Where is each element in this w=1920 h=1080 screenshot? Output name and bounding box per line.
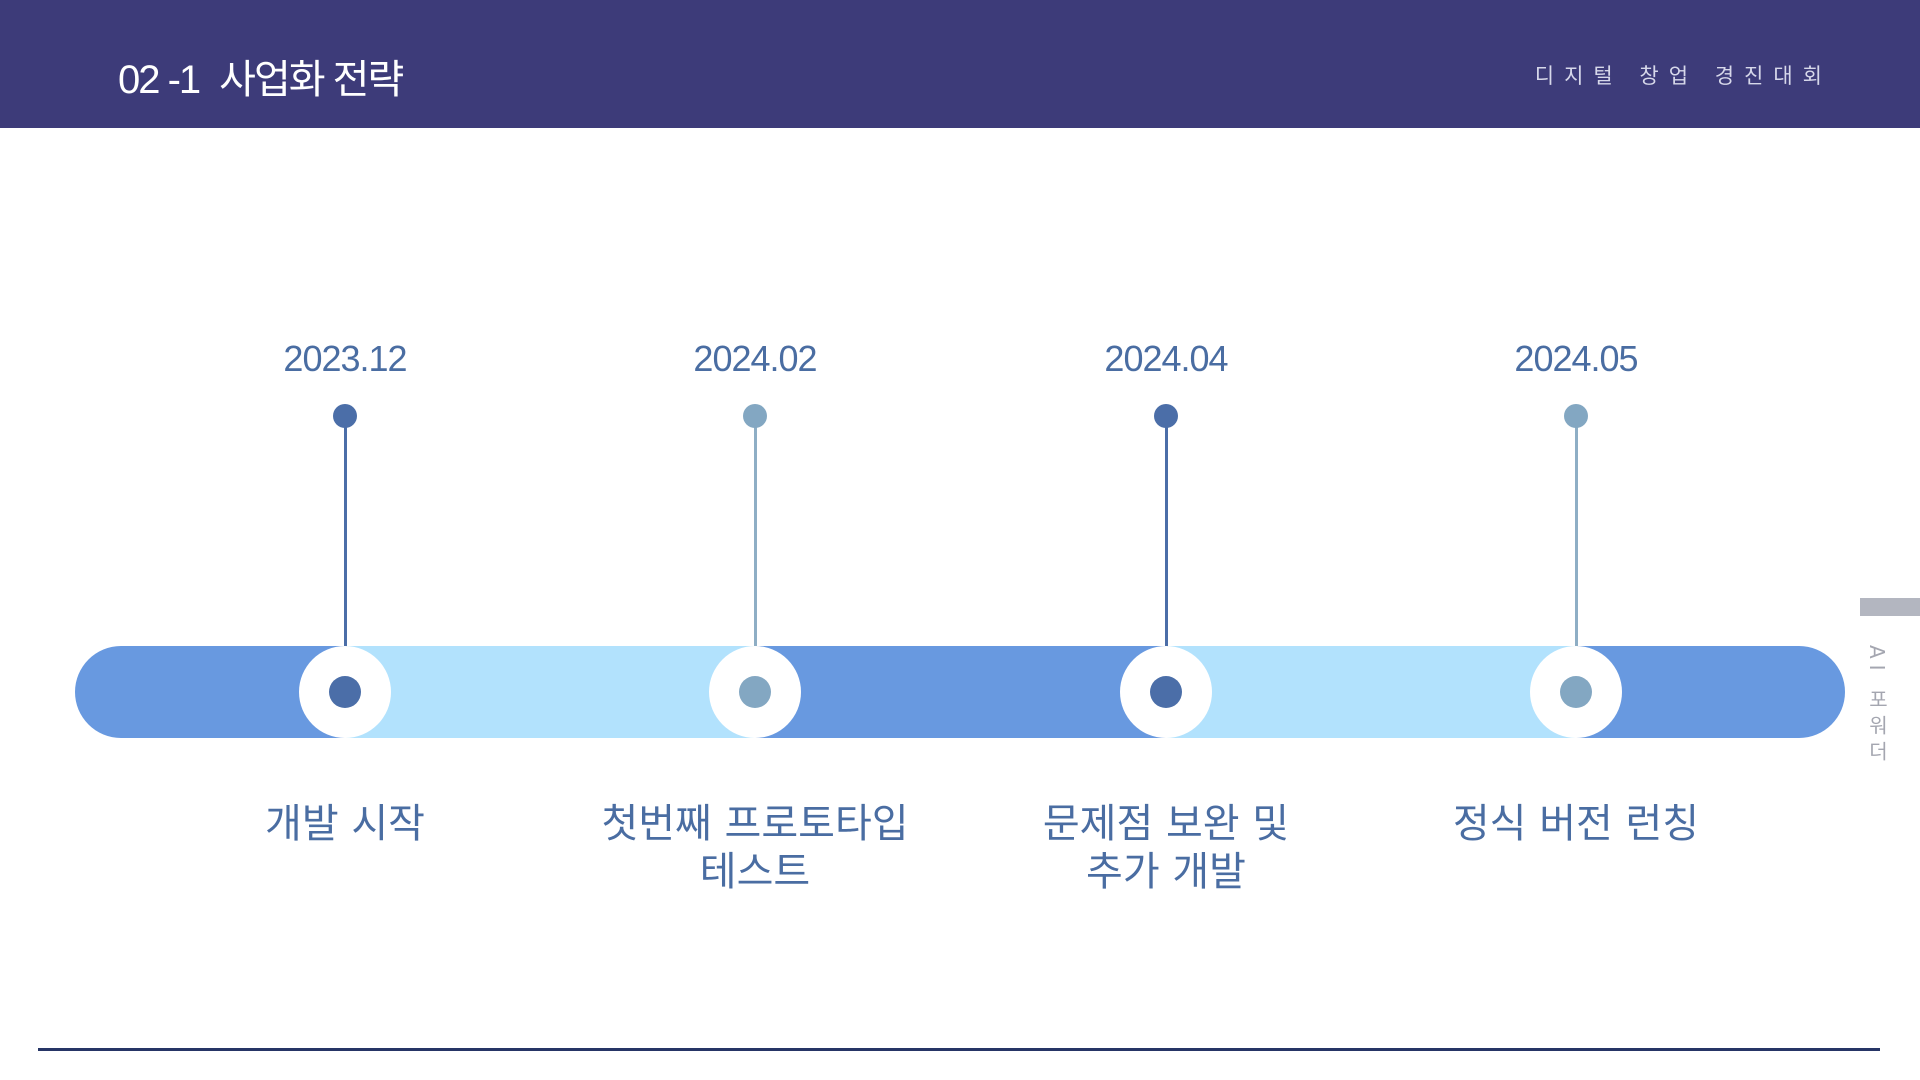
timeline-segment-light: [1166, 646, 1576, 738]
milestone-label: 문제점 보완 및 추가 개발: [1042, 801, 1290, 895]
milestone-stem: [753, 416, 757, 693]
milestone-pin-dot: [333, 404, 357, 428]
side-tab-label: AI 포워더: [1865, 645, 1889, 767]
footer-divider: [38, 1048, 1880, 1051]
milestone-pin-dot: [1564, 404, 1588, 428]
timeline-segment-light: [345, 646, 755, 738]
milestone-label: 개발 시작: [265, 801, 425, 847]
section-number: 02 -1: [118, 58, 201, 102]
title-text: 사업화 전략: [219, 58, 404, 102]
milestone-label: 정식 버전 런칭: [1452, 801, 1700, 847]
milestone-node: [1150, 676, 1182, 708]
milestone-node: [329, 676, 361, 708]
milestone-stem: [1164, 416, 1168, 693]
milestone-stem: [1574, 416, 1578, 693]
milestone-label: 첫번째 프로토타입 테스트: [601, 801, 909, 895]
event-name: 디지털 창업 경진대회: [1534, 64, 1832, 88]
page-title: 02 -1 사업화 전략: [118, 47, 404, 105]
milestone-pin-dot: [1154, 404, 1178, 428]
milestone-node: [1560, 676, 1592, 708]
header-bar: 02 -1 사업화 전략 디지털 창업 경진대회: [0, 0, 1920, 128]
milestone-date: 2024.05: [1514, 338, 1638, 379]
milestone-node: [739, 676, 771, 708]
milestone-date: 2024.02: [693, 338, 817, 379]
milestone-date: 2024.04: [1104, 338, 1228, 379]
milestone-date: 2023.12: [283, 338, 407, 379]
side-tab-marker: [1860, 598, 1920, 616]
milestone-stem: [343, 416, 347, 693]
milestone-pin-dot: [743, 404, 767, 428]
